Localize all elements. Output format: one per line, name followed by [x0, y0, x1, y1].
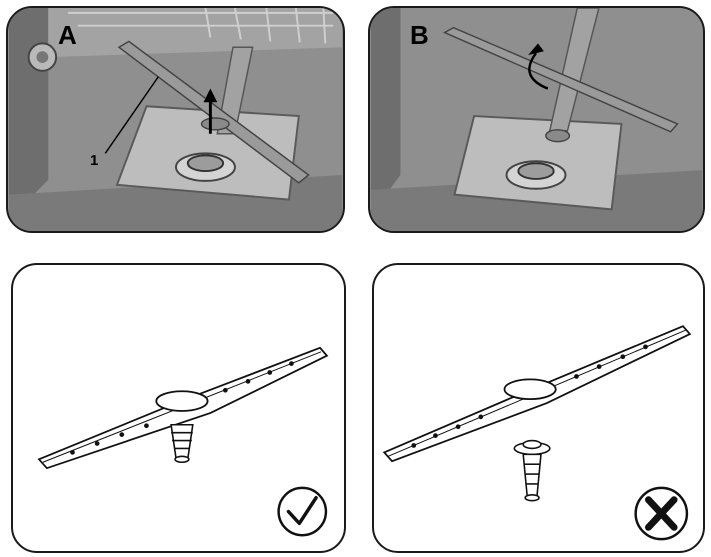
panel-incorrect-spray-arm [372, 263, 705, 553]
spray-arm-incorrect-illustration [382, 325, 692, 541]
hub-detached [513, 439, 551, 502]
callout-number: 1 [90, 152, 99, 169]
panel-b-rotate-spray-arm: B [368, 6, 705, 233]
hub-attached [170, 423, 194, 464]
panel-correct-spray-arm [11, 263, 346, 553]
step-label-a: A [58, 20, 77, 50]
step-label-b: B [410, 20, 429, 50]
rotate-arrow-icon [528, 43, 549, 90]
spray-arm-correct-illustration [37, 346, 329, 537]
cross-mark-icon [634, 486, 689, 541]
panel-a-lift-spray-arm: A 1 [6, 6, 345, 233]
dishwasher-tub-illustration-b [370, 8, 703, 231]
lift-arrow-icon [203, 88, 218, 134]
spray-arm-b [442, 26, 679, 133]
callout-leader-line [104, 76, 159, 154]
check-mark-icon [277, 486, 328, 537]
dishwasher-tub-illustration-a [8, 8, 343, 231]
spray-arm-a [117, 40, 310, 184]
